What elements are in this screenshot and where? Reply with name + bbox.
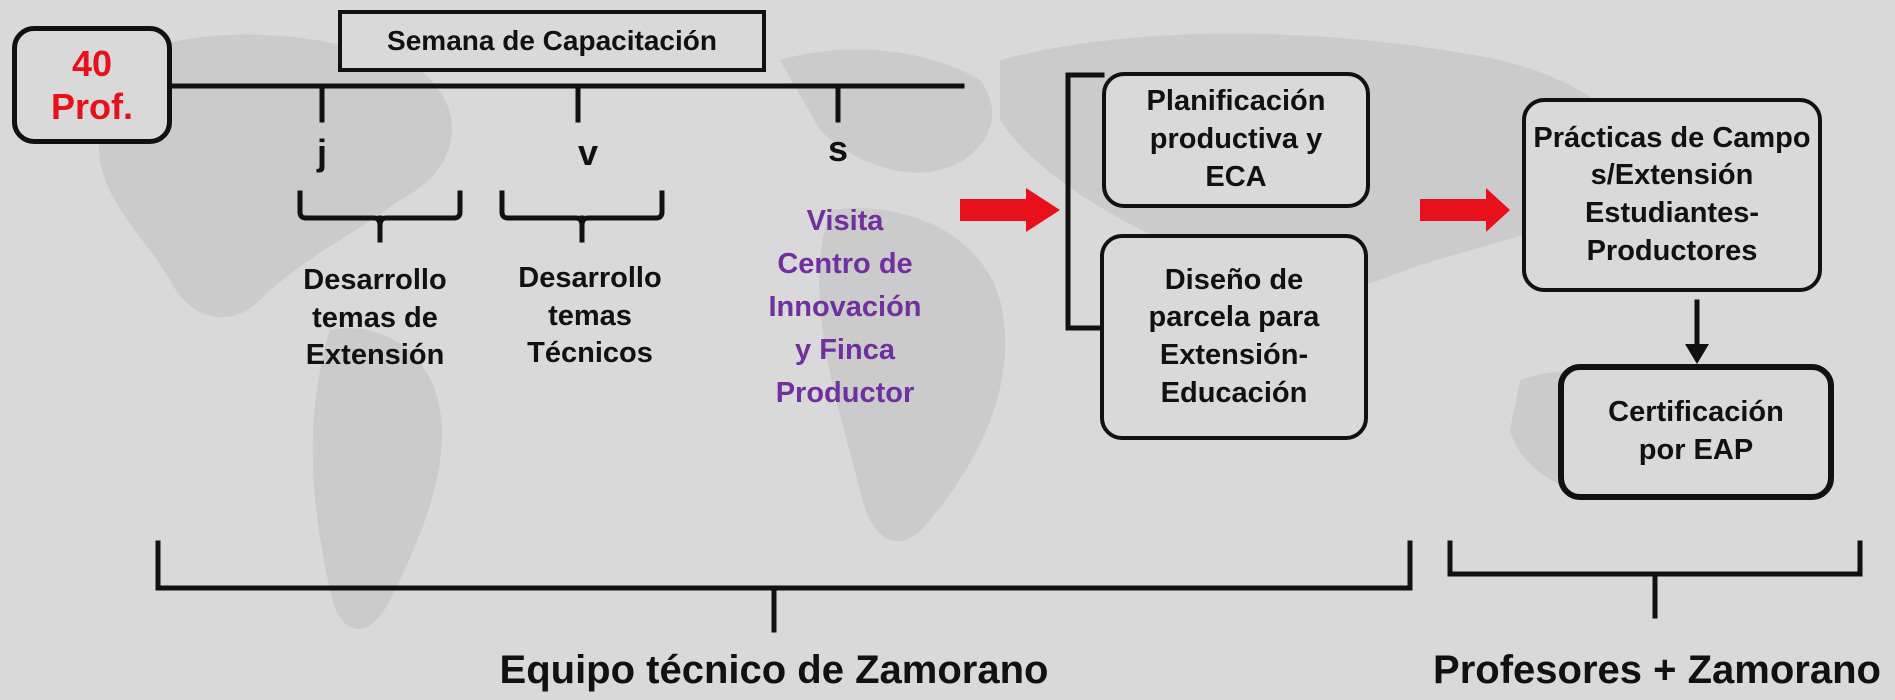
planning-box: Planificación productiva y ECA (1102, 72, 1370, 208)
visit-label: Visita Centro de Innovación y Finca Prod… (768, 205, 922, 409)
badge-count: 40 (71, 42, 113, 84)
bracket-outputs (1065, 72, 1105, 331)
practices-to-certification-arrowhead (1685, 344, 1709, 364)
training-week-title-text: Semana de Capacitación (387, 24, 717, 56)
brace-zamorano-team (155, 540, 1413, 591)
red-arrow-to-outputs (960, 188, 1060, 232)
plot-design-box: Diseño de parcela para Extensión- Educac… (1100, 234, 1368, 440)
brace-professors (1447, 540, 1863, 577)
professors-count-badge: 40 Prof. (12, 26, 172, 144)
day-label-s: s (827, 128, 849, 169)
zamorano-team-label: Equipo técnico de Zamorano (499, 648, 1049, 692)
field-practices-box: Prácticas de Campo s/Extensión Estudiant… (1522, 98, 1822, 292)
training-week-title: Semana de Capacitación (338, 10, 766, 72)
connector-lines (155, 72, 1863, 633)
professors-label: Profesores + Zamorano (1433, 648, 1881, 692)
red-arrow-to-field (1420, 188, 1510, 232)
day-label-j: j (316, 132, 327, 173)
technical-topics-label: Desarrollo temas Técnicos (518, 262, 662, 370)
certification-box: Certificación por EAP (1558, 364, 1834, 500)
badge-unit: Prof. (50, 86, 133, 127)
day-label-v: v (577, 132, 599, 173)
extension-topics-label: Desarrollo temas de Extensión (303, 264, 447, 372)
